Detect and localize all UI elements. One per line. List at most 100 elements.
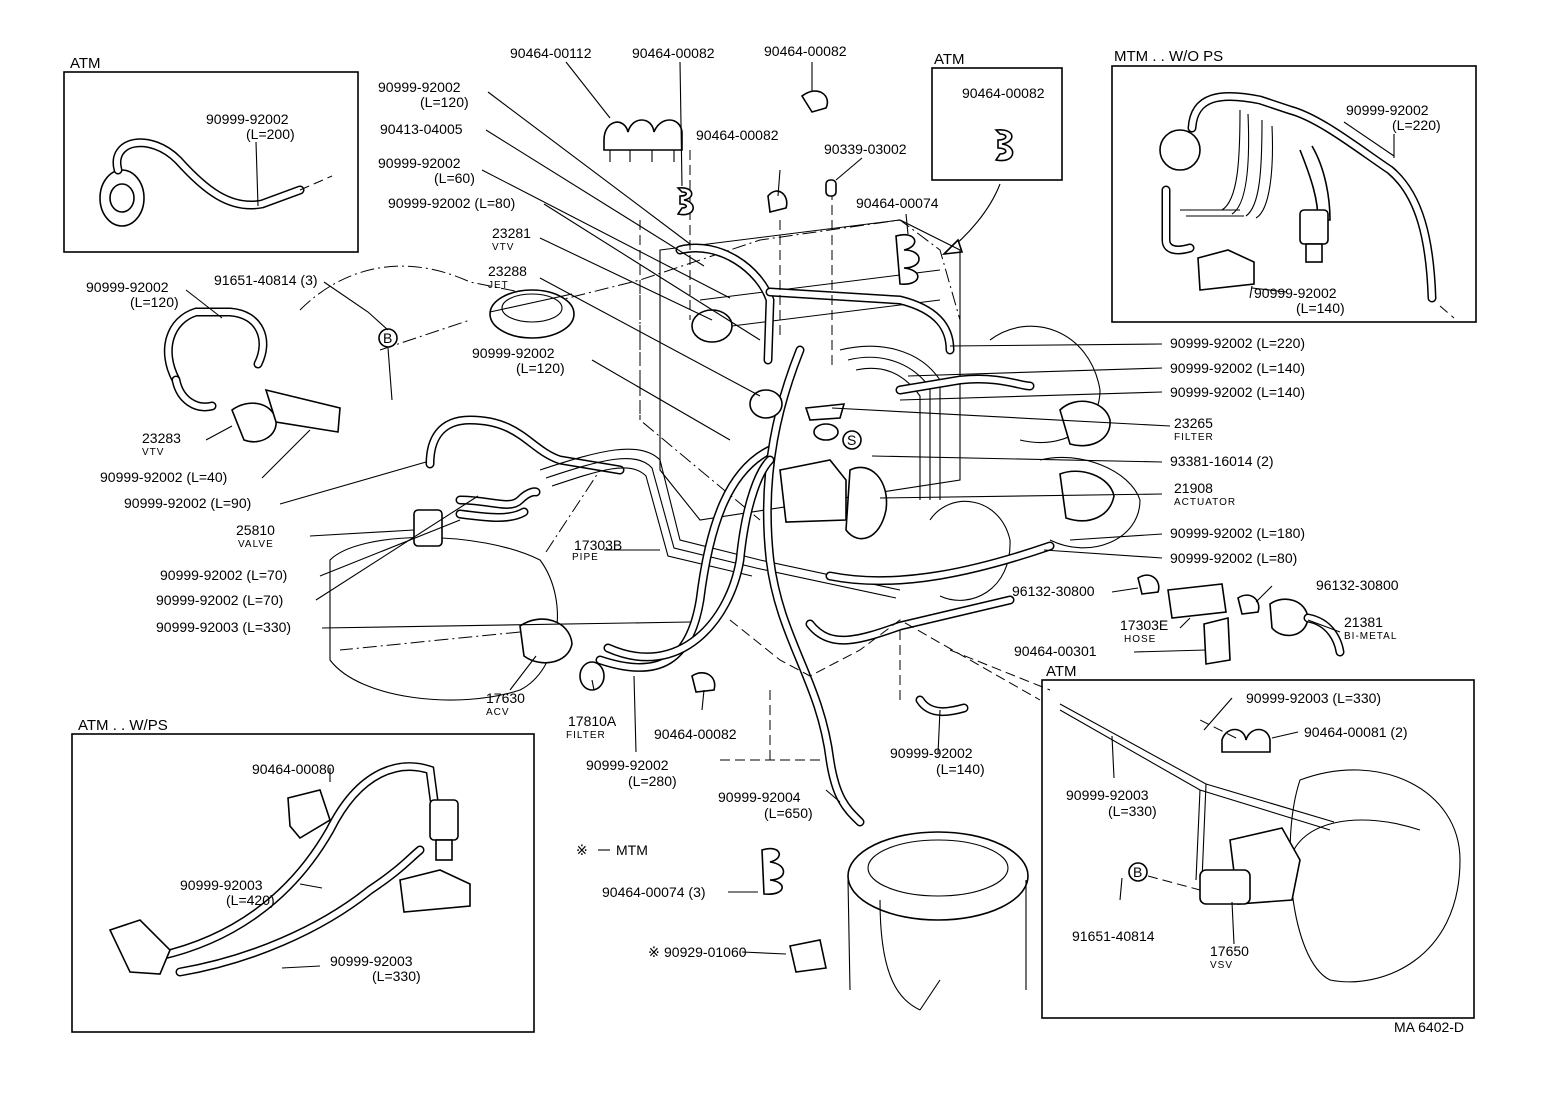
frame-title-atm-top-mid: ATM: [934, 51, 965, 68]
clip-90464-00082-mid-icon: [767, 190, 788, 213]
label-l04-sub: (L=120): [420, 94, 469, 110]
label-l03: 90464-00082: [764, 43, 847, 59]
label-l57: 91651-40814: [1072, 928, 1155, 944]
label-l34: 90999-92002 (L=220): [1170, 335, 1305, 351]
clip-90464-00074-3-icon: [761, 847, 785, 895]
clip-90339-03002-icon: [825, 179, 837, 197]
label-l19: 90999-92002 (L=90): [124, 495, 251, 511]
clip-90464-00082-icon: [676, 187, 694, 216]
label-l44: 17303E: [1120, 617, 1168, 633]
label-l42: 96132-30800: [1012, 583, 1095, 599]
label-l12: 23281: [492, 225, 531, 241]
label-l29-sub: (L=650): [764, 805, 813, 821]
label-l24: 17630: [486, 690, 525, 706]
label-l45: 21381: [1344, 614, 1383, 630]
label-l56-sub: (L=330): [1108, 803, 1157, 819]
label-l15: 91651-40814 (3): [214, 272, 318, 288]
label-l58-sub: VSV: [1210, 960, 1233, 971]
label-l04: 90999-92002: [378, 79, 461, 95]
label-l54: 90999-92003 (L=330): [1246, 690, 1381, 706]
clip-90464-00301-icon: [1203, 616, 1231, 665]
clip-90464-00112-icon: [603, 119, 683, 162]
label-l37: 23265: [1174, 415, 1213, 431]
label-l53: 90999-92003: [330, 953, 413, 969]
label-l20: 25810: [236, 522, 275, 538]
label-l25: 17810A: [568, 713, 617, 729]
label-l32: 90464-00074 (3): [602, 884, 706, 900]
svg-text:B: B: [383, 330, 392, 346]
label-l51: 90464-00080: [252, 761, 335, 777]
leader-lines: [185, 61, 1395, 969]
label-l46: 90464-00301: [1014, 643, 1097, 659]
label-l36: 90999-92002 (L=140): [1170, 384, 1305, 400]
label-l52: 90999-92003: [180, 877, 263, 893]
circle-s-symbol: S: [842, 430, 862, 450]
inset-frame-atm-bottom-right: [1041, 679, 1475, 1019]
label-l47-sub: (L=200): [246, 126, 295, 142]
label-l49-sub: (L=220): [1392, 117, 1441, 133]
label-l43: 96132-30800: [1316, 577, 1399, 593]
label-l28-sub: PIPE: [572, 552, 599, 563]
label-l49: 90999-92002: [1346, 102, 1429, 118]
frame-title-atm-top-left: ATM: [70, 55, 101, 72]
inset-atm-bottom-right-drawing: [1059, 703, 1461, 983]
note-mark-mtm: ※: [576, 842, 588, 858]
label-l17-sub: VTV: [142, 447, 164, 458]
label-l33: 90929-01060: [664, 944, 747, 960]
inset-frame-atm-top-left: [63, 71, 359, 253]
circle-b-symbol-main: B: [378, 328, 398, 401]
label-l58: 17650: [1210, 943, 1249, 959]
label-l41: 90999-92002 (L=80): [1170, 550, 1297, 566]
label-l16: 90999-92002: [86, 279, 169, 295]
label-l05: 90413-04005: [380, 121, 463, 137]
label-l55: 90464-00081 (2): [1304, 724, 1408, 740]
label-l20-sub: VALVE: [238, 539, 274, 550]
label-l11: 90464-00082: [962, 85, 1045, 101]
label-l27: 90999-92002: [586, 757, 669, 773]
frame-title-atm-bottom-right: ATM: [1046, 663, 1077, 680]
label-l35: 90999-92002 (L=140): [1170, 360, 1305, 376]
label-l02: 90464-00082: [632, 45, 715, 61]
label-l47: 90999-92002: [206, 111, 289, 127]
label-l01: 90464-00112: [510, 45, 592, 61]
label-l50: 90999-92002: [1254, 285, 1337, 301]
clip-96132-30800-right-icon: [1237, 594, 1260, 615]
inset-frame-atm-wps: [71, 733, 535, 1033]
inset-frame-mtm-wo-ps: [1111, 65, 1477, 323]
label-l56: 90999-92003: [1066, 787, 1149, 803]
inset-frame-atm-top-mid: [931, 67, 1063, 181]
label-l40: 90999-92002 (L=180): [1170, 525, 1305, 541]
label-l09: 90339-03002: [824, 141, 907, 157]
label-l27-sub: (L=280): [628, 773, 677, 789]
label-l29: 90999-92004: [718, 789, 801, 805]
label-l06-sub: (L=60): [434, 170, 475, 186]
label-l28: 17303B: [574, 537, 622, 553]
label-l26: 90464-00082: [654, 726, 737, 742]
label-l21: 90999-92002 (L=70): [160, 567, 287, 583]
label-l37-sub: FILTER: [1174, 432, 1214, 443]
label-l31: MTM: [616, 842, 648, 858]
label-l52-sub: (L=420): [226, 892, 275, 908]
svg-text:B: B: [1133, 864, 1142, 880]
label-l45-sub: BI-METAL: [1344, 631, 1397, 642]
label-l14-sub: (L=120): [516, 360, 565, 376]
clip-90464-00082-lower-icon: [691, 672, 716, 693]
footer-code: MA 6402-D: [1394, 1019, 1464, 1035]
inset-atm-top-mid-clamp: [941, 129, 1014, 256]
label-l14: 90999-92002: [472, 345, 555, 361]
label-l07: 90999-92002 (L=80): [388, 195, 515, 211]
frame-title-atm-wps: ATM . . W/PS: [78, 717, 168, 734]
label-l30-sub: (L=140): [936, 761, 985, 777]
label-l30: 90999-92002: [890, 745, 973, 761]
label-l44-sub: HOSE: [1124, 634, 1156, 645]
main-engine-drawing: [163, 150, 1345, 1011]
inset-atm-wps-drawing: [108, 762, 471, 977]
clip-90464-00082-top-icon: [800, 90, 829, 113]
inset-atm-top-left-drawing: [99, 138, 333, 227]
clip-90929-01060-icon: [789, 939, 827, 973]
label-l06: 90999-92002: [378, 155, 461, 171]
label-l17: 23283: [142, 430, 181, 446]
note-mark-90929: ※: [648, 944, 660, 960]
label-l22: 90999-92002 (L=70): [156, 592, 283, 608]
